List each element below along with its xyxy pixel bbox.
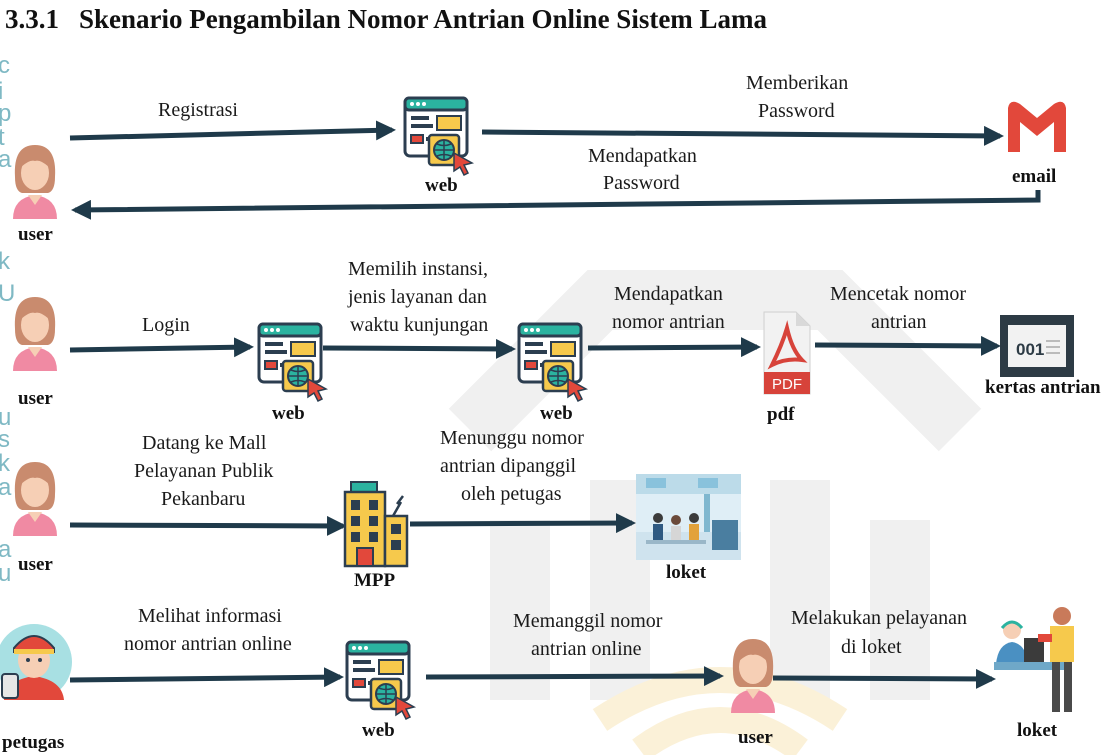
arrow-login xyxy=(69,337,254,358)
node-user-4: user xyxy=(738,727,773,748)
label-mendapatkan-nomor-2: nomor antrian xyxy=(612,311,725,333)
label-melihat-1: Melihat informasi xyxy=(138,605,282,627)
label-registrasi: Registrasi xyxy=(158,99,238,121)
node-kertas-antrian: kertas antrian xyxy=(985,377,1101,398)
node-web-2: web xyxy=(272,403,305,424)
label-menunggu-2: antrian dipanggil xyxy=(440,455,577,477)
email-icon xyxy=(1008,100,1066,152)
node-web-3: web xyxy=(540,403,573,424)
user-avatar-2 xyxy=(13,297,57,371)
node-pdf: pdf xyxy=(767,404,795,425)
side-watermark-c: c xyxy=(0,52,10,79)
node-user-3: user xyxy=(18,554,53,575)
arrow-mendapatkan-nomor xyxy=(587,337,761,358)
side-watermark-a3: a xyxy=(0,536,12,563)
node-loket-2: loket xyxy=(1017,720,1058,741)
side-watermark-k: k xyxy=(0,248,10,275)
loket-service-icon xyxy=(994,607,1074,712)
pdf-icon: PDF xyxy=(763,311,811,395)
label-memilih-2: jenis layanan dan xyxy=(348,286,487,308)
label-datang-1: Datang ke Mall xyxy=(142,432,267,454)
label-mendapatkan-password-1: Mendapatkan xyxy=(588,145,697,167)
side-watermark-a: a xyxy=(0,146,12,173)
arrow-registrasi xyxy=(69,120,396,141)
label-mendapatkan-nomor-1: Mendapatkan xyxy=(614,283,723,305)
ticket-number: 001 xyxy=(1016,340,1044,359)
node-loket-1: loket xyxy=(666,562,707,583)
side-watermark-k2: k xyxy=(0,450,10,477)
node-web-4: web xyxy=(362,720,395,741)
side-watermark-t: t xyxy=(0,124,5,151)
arrow-mencetak xyxy=(814,335,1001,356)
arrow-memberikan xyxy=(481,125,1004,146)
mpp-building-icon xyxy=(343,481,409,568)
arrow-melihat xyxy=(69,667,344,688)
web-icon-3 xyxy=(517,322,588,403)
node-email: email xyxy=(1012,166,1057,187)
label-menunggu-1: Menunggu nomor xyxy=(440,427,584,449)
web-icon-4 xyxy=(345,640,416,721)
side-watermark-p: p xyxy=(0,100,12,127)
label-mendapatkan-password-2: Password xyxy=(603,172,680,194)
user-avatar-4 xyxy=(731,639,775,713)
arrow-datang xyxy=(69,515,347,536)
label-login: Login xyxy=(142,314,190,336)
node-petugas: petugas xyxy=(2,732,65,753)
arrow-mendapatkan-password xyxy=(71,190,1041,220)
petugas-avatar xyxy=(0,624,72,700)
label-memilih-3: waktu kunjungan xyxy=(350,314,489,336)
label-mencetak-1: Mencetak nomor xyxy=(830,283,967,305)
side-watermark-a2: a xyxy=(0,474,12,501)
node-web-1: web xyxy=(425,175,458,196)
user-avatar-1 xyxy=(13,145,57,219)
label-melihat-2: nomor antrian online xyxy=(124,633,292,655)
arrow-memilih xyxy=(322,338,516,359)
label-memanggil-2: antrian online xyxy=(531,638,642,660)
label-menunggu-3: oleh petugas xyxy=(461,483,562,505)
arrow-memanggil xyxy=(425,666,724,687)
label-datang-2: Pelayanan Publik xyxy=(134,460,274,482)
side-watermark-u3: u xyxy=(0,560,12,587)
label-memberikan-2: Password xyxy=(758,100,835,122)
node-user-2: user xyxy=(18,388,53,409)
arrow-menunggu xyxy=(409,513,636,534)
node-mpp: MPP xyxy=(354,570,396,591)
loket-photo-1 xyxy=(636,474,741,560)
section-title: 3.3.1 Skenario Pengambilan Nomor Antrian … xyxy=(5,4,767,35)
node-user-1: user xyxy=(18,224,53,245)
web-icon-1 xyxy=(403,96,474,177)
label-memilih-1: Memilih instansi, xyxy=(348,258,488,280)
arrow-melakukan xyxy=(772,668,996,689)
label-melakukan-1: Melakukan pelayanan xyxy=(791,607,968,629)
label-datang-3: Pekanbaru xyxy=(161,488,246,510)
section-text: Skenario Pengambilan Nomor Antrian Onlin… xyxy=(79,4,768,34)
side-watermark-i: i xyxy=(0,78,4,105)
user-avatar-3 xyxy=(13,462,57,536)
pdf-label: PDF xyxy=(772,376,802,393)
side-watermark-s: s xyxy=(0,426,10,453)
side-watermark-u: U xyxy=(0,280,16,307)
label-melakukan-2: di loket xyxy=(841,636,902,658)
section-number: 3.3.1 xyxy=(5,4,59,34)
ticket-icon: 001 xyxy=(1000,315,1074,377)
web-icon-2 xyxy=(257,322,328,403)
label-mencetak-2: antrian xyxy=(871,311,927,333)
label-memberikan-1: Memberikan xyxy=(746,72,849,94)
label-memanggil-1: Memanggil nomor xyxy=(513,610,663,632)
side-watermark-u2: u xyxy=(0,404,12,431)
